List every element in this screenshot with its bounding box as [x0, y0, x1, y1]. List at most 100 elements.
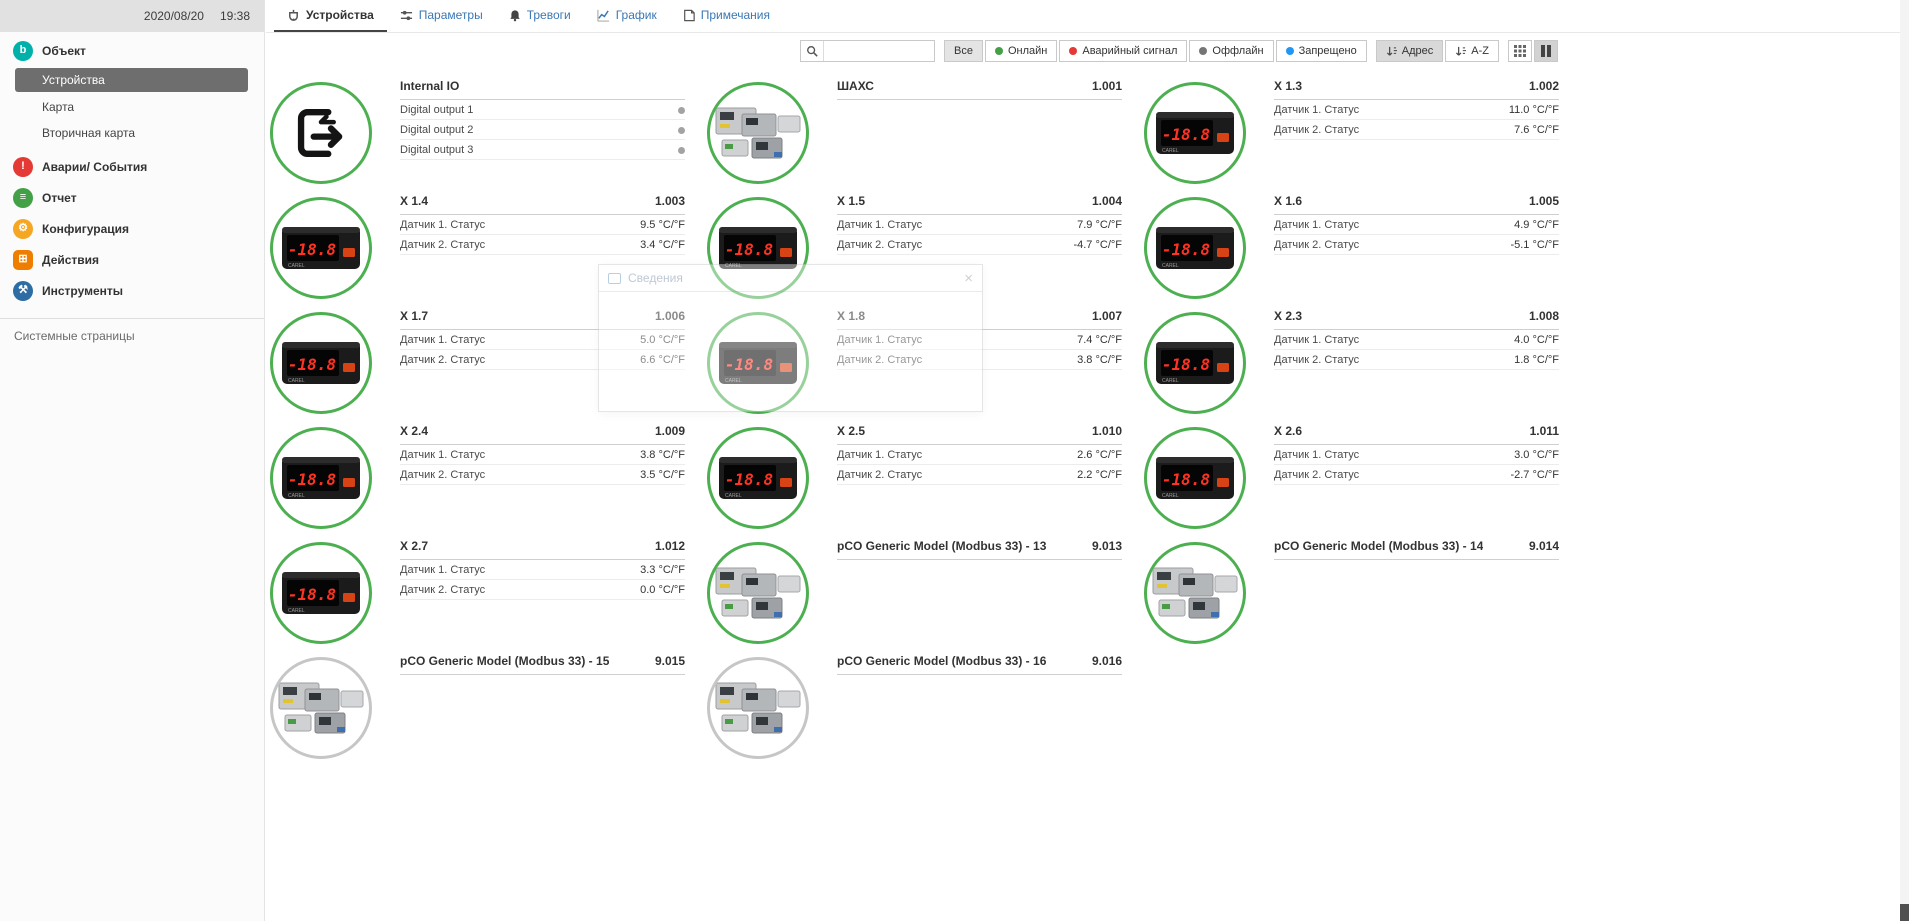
status-row-value: 9.5 °C/°F — [640, 219, 685, 231]
device-card[interactable]: -18.8 CAREL X 2.3 1.008 — [1144, 302, 1581, 417]
status-row-value: 0.0 °C/°F — [640, 584, 685, 596]
device-card[interactable]: -18.8 CAREL pCO Generic Model (Modbus — [707, 647, 1144, 762]
status-row-label: Датчик 1. Статус — [400, 449, 486, 461]
status-row-label: Датчик 1. Статус — [1274, 449, 1360, 461]
device-title: Internal IO — [400, 79, 460, 93]
device-address: 1.007 — [1091, 309, 1122, 323]
search-icon[interactable] — [801, 41, 824, 61]
filter-all-button[interactable]: Все — [944, 40, 983, 62]
status-row-label: Датчик 1. Статус — [1274, 219, 1360, 231]
tab-alarms[interactable]: Тревоги — [496, 0, 584, 32]
device-title: X 2.4 — [400, 424, 429, 438]
device-title-row: X 2.5 1.010 — [837, 420, 1122, 445]
filter-alarm-button[interactable]: Аварийный сигнал — [1059, 40, 1188, 62]
status-row-label: Датчик 1. Статус — [400, 334, 486, 346]
details-modal-header: Сведения × — [599, 265, 982, 292]
device-card[interactable]: -18.8 CAREL X 2.5 1.010 — [707, 417, 1144, 532]
tab-parameters[interactable]: Параметры — [387, 0, 496, 32]
pco-controllers-image — [715, 107, 801, 159]
device-title-row: Internal IO — [400, 75, 685, 100]
status-row-label: Digital output 2 — [400, 124, 474, 136]
sidebar-item-label: Объект — [42, 43, 86, 58]
device-card[interactable]: -18.8 CAREL X 1.5 1.004 — [707, 187, 1144, 302]
device-title: X 1.7 — [400, 309, 429, 323]
sidebar-item-tools[interactable]: ⚒ Инструменты — [0, 275, 264, 306]
sidebar-item-report[interactable]: ≡ Отчет — [0, 182, 264, 213]
device-card[interactable]: -18.8 CAREL pCO Generic Model (Modbus — [707, 532, 1144, 647]
filter-offline-button[interactable]: Оффлайн — [1189, 40, 1274, 62]
status-row-label: Датчик 2. Статус — [400, 584, 486, 596]
device-card[interactable]: -18.8 CAREL X 1.6 1.005 — [1144, 187, 1581, 302]
device-status-row: Digital output 3 — [400, 140, 685, 160]
device-title: pCO Generic Model (Modbus 33) - 14 — [1274, 539, 1484, 553]
device-card[interactable]: -18.8 CAREL X 1.8 1.007 — [707, 302, 1144, 417]
device-card[interactable]: -18.8 CAREL X 1.4 1.003 — [270, 187, 707, 302]
sidebar-item-configuration[interactable]: ⚙ Конфигурация — [0, 213, 264, 244]
device-card[interactable]: -18.8 CAREL X 2.4 1.009 — [270, 417, 707, 532]
device-info: X 1.7 1.006 Датчик 1. Статус5.0 °C/°FДат… — [400, 305, 685, 417]
device-card[interactable]: -18.8 CAREL X 1.3 1.002 — [1144, 72, 1581, 187]
sidebar-item-alarms-events[interactable]: ! Аварии/ События — [0, 151, 264, 182]
pco-controllers-image — [715, 682, 801, 734]
device-status-row: Датчик 2. Статус-4.7 °C/°F — [837, 235, 1122, 255]
device-card[interactable]: -18.8 CAREL X 2.7 1.012 — [270, 532, 707, 647]
scrollbar-thumb[interactable] — [1900, 904, 1909, 921]
device-address: 1.004 — [1091, 194, 1122, 208]
close-icon[interactable]: × — [964, 269, 973, 287]
sidebar-item-object[interactable]: b Объект — [0, 35, 264, 66]
grid-view-button[interactable] — [1508, 40, 1532, 62]
tile-view-icon — [1541, 45, 1551, 57]
device-title-row: X 2.6 1.011 — [1274, 420, 1559, 445]
status-row-value: 3.8 °C/°F — [640, 449, 685, 461]
sort-by-address-button[interactable]: Адрес — [1375, 40, 1444, 62]
sidebar-item-label: Конфигурация — [42, 221, 130, 236]
status-row-value: 7.9 °C/°F — [1077, 219, 1122, 231]
device-card[interactable]: -18.8 CAREL X 1.7 1.006 — [270, 302, 707, 417]
device-title-row: X 1.4 1.003 — [400, 190, 685, 215]
device-image-circle: -18.8 CAREL — [270, 312, 372, 414]
date-label: 2020/08/20 — [143, 9, 204, 23]
filter-online-button[interactable]: Онлайн — [984, 40, 1058, 62]
status-row-label: Датчик 2. Статус — [400, 239, 486, 251]
sidebar-item-actions[interactable]: ⊞ Действия — [0, 244, 264, 275]
device-card[interactable]: -18.8 CAREL ШАХС 1.001 — [707, 72, 1144, 187]
device-card[interactable]: -18.8 CAREL pCO Generic Model (Modbus — [1144, 532, 1581, 647]
tab-notes[interactable]: Примечания — [670, 0, 783, 32]
status-row-value: 5.0 °C/°F — [640, 334, 685, 346]
chart-icon — [597, 9, 609, 22]
alarm-dot-icon — [1069, 47, 1078, 55]
device-title-row: X 2.3 1.008 — [1274, 305, 1559, 330]
search-input[interactable] — [824, 42, 934, 60]
toolbar: Все Онлайн Аварийный сигнал Оффлайн Запр… — [266, 33, 1566, 68]
tab-chart[interactable]: График — [584, 0, 670, 32]
sidebar-item-secondary-map[interactable]: Вторичная карта — [0, 120, 264, 146]
temperature-controller-image: -18.8 CAREL — [282, 342, 360, 384]
device-card[interactable]: -18.8 CAREL X 2.6 1.011 — [1144, 417, 1581, 532]
device-title-row: ШАХС 1.001 — [837, 75, 1122, 100]
pco-controllers-image — [715, 567, 801, 619]
status-row-label: Датчик 2. Статус — [837, 239, 923, 251]
svg-text:-18.8: -18.8 — [725, 470, 773, 489]
sidebar-item-map[interactable]: Карта — [0, 94, 264, 120]
sidebar-item-label: Карта — [42, 100, 75, 114]
sort-group: Адрес A-Z — [1375, 40, 1499, 62]
system-pages-link[interactable]: Системные страницы — [14, 329, 135, 343]
device-card[interactable]: -18.8 CAREL Internal IO — [270, 72, 707, 187]
device-title: X 1.6 — [1274, 194, 1303, 208]
device-title-row: X 1.6 1.005 — [1274, 190, 1559, 215]
sort-alphabetical-button[interactable]: A-Z — [1445, 40, 1499, 62]
filter-disabled-button[interactable]: Запрещено — [1275, 40, 1367, 62]
status-row-value: 11.0 °C/°F — [1508, 104, 1559, 116]
status-row-value: 7.6 °C/°F — [1514, 124, 1559, 136]
device-title-row: X 2.4 1.009 — [400, 420, 685, 445]
tile-view-button[interactable] — [1534, 40, 1558, 62]
device-address: 9.016 — [1091, 654, 1122, 668]
vertical-scrollbar[interactable] — [1900, 0, 1909, 921]
tab-devices[interactable]: Устройства — [274, 0, 387, 32]
device-card[interactable]: -18.8 CAREL pCO Generic Model (Modbus — [270, 647, 707, 762]
sidebar-item-devices[interactable]: Устройства — [15, 68, 248, 92]
